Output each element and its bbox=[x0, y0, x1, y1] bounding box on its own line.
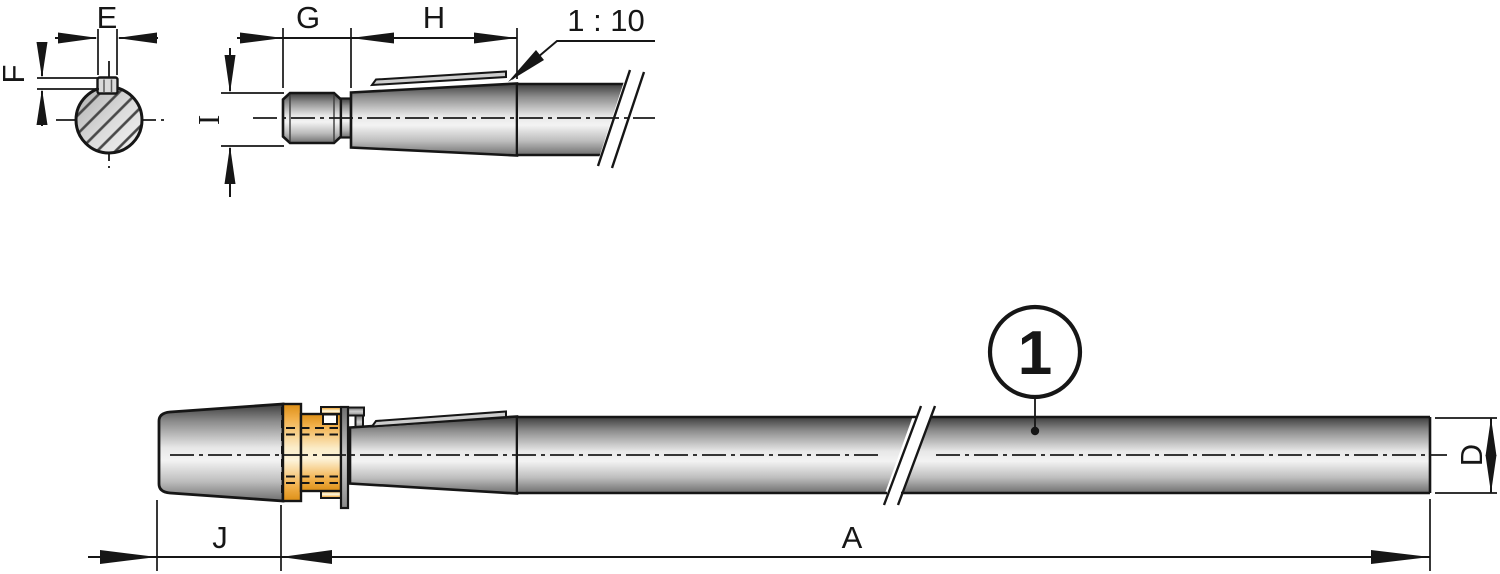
balloon-number: 1 bbox=[1018, 319, 1052, 388]
balloon-leader-dot bbox=[1030, 426, 1040, 436]
dimension-d: D bbox=[1435, 417, 1497, 494]
taper-ratio-callout: 1 : 10 bbox=[508, 3, 655, 82]
lock-washer-plate bbox=[339, 405, 350, 510]
propeller-nut-flange bbox=[281, 402, 303, 503]
dimension-e: E bbox=[55, 0, 158, 75]
taper-ratio-label: 1 : 10 bbox=[567, 3, 645, 38]
balloon-callout: 1 bbox=[987, 304, 1083, 436]
taper-section bbox=[349, 82, 519, 157]
dim-label-g: G bbox=[296, 0, 320, 35]
balloon-circle bbox=[987, 304, 1083, 400]
key-section-view: E F bbox=[0, 0, 164, 168]
key-section bbox=[96, 76, 119, 95]
key-strip-top-view bbox=[369, 70, 507, 87]
dim-label-i: I bbox=[191, 115, 226, 125]
dim-label-j: J bbox=[212, 520, 228, 555]
taper-leader-arrow bbox=[508, 50, 544, 82]
break-lines bbox=[882, 405, 937, 506]
propeller-nut-body bbox=[299, 412, 343, 493]
dimension-f: F bbox=[0, 42, 99, 126]
dim-label-f: F bbox=[0, 65, 31, 84]
lock-washer-tab bbox=[347, 406, 365, 417]
zinc-anode-cone bbox=[157, 402, 285, 503]
dimension-g-h: G H bbox=[237, 0, 518, 88]
shaft-key bbox=[369, 410, 507, 428]
dimension-i: I bbox=[191, 48, 284, 197]
dim-label-h: H bbox=[423, 0, 445, 35]
shaft-assembly-view: 1 J A D bbox=[88, 304, 1497, 571]
shaft-cylinder-top-view bbox=[517, 84, 625, 155]
dim-label-e: E bbox=[97, 0, 118, 35]
dim-label-a: A bbox=[842, 520, 863, 555]
dimension-j-a: J A bbox=[88, 499, 1431, 571]
nut-lock-slot bbox=[322, 413, 338, 425]
break-gap bbox=[595, 66, 648, 170]
section-hatching bbox=[76, 87, 142, 153]
dim-label-d: D bbox=[1454, 444, 1489, 466]
shaft-end-view: G H I 1 : 10 bbox=[191, 0, 655, 197]
